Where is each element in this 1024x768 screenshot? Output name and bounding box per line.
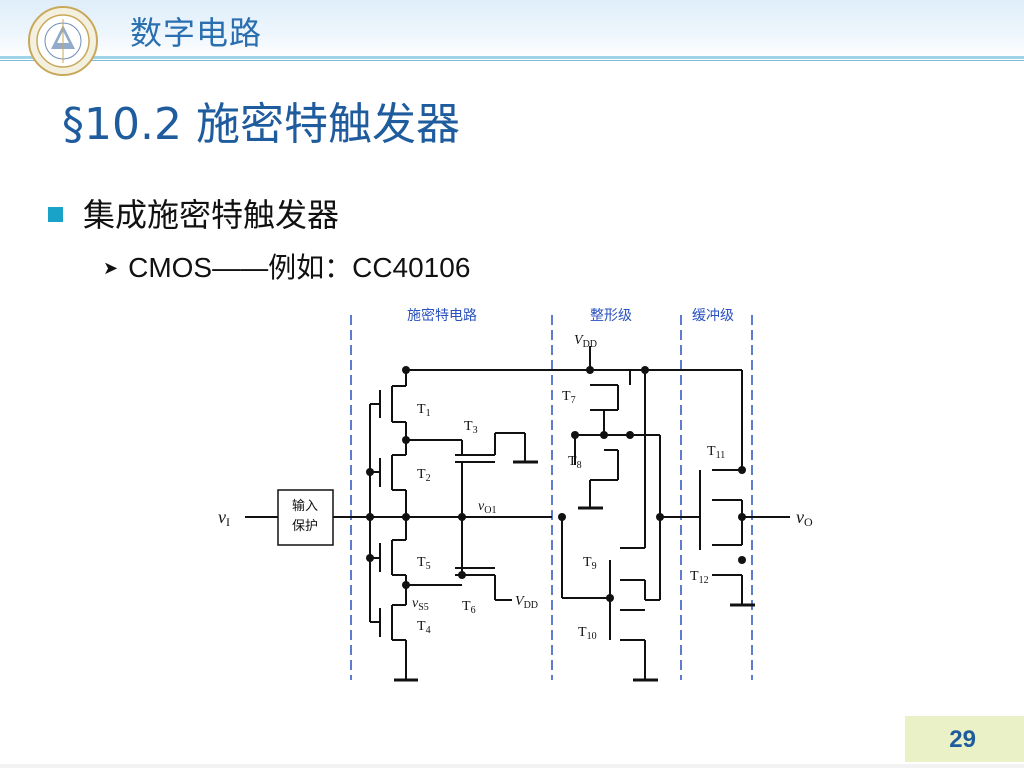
input-protect-label-1: 输入	[292, 498, 318, 514]
t8-label: T8	[568, 454, 582, 471]
bullet-text: 集成施密特触发器	[83, 196, 340, 234]
t2-label: T2	[417, 467, 431, 484]
page-number-box: 29	[905, 716, 1024, 762]
t9-label: T9	[583, 555, 597, 572]
t10-label: T10	[578, 625, 597, 642]
t7-label: T7	[562, 389, 576, 406]
page-number: 29	[949, 726, 976, 753]
junction-dots	[366, 366, 746, 602]
section-label-schmitt: 施密特电路	[407, 307, 477, 324]
section-dividers	[350, 315, 753, 680]
square-bullet-icon	[48, 206, 63, 222]
sub-bullet-text: CMOS——例如：CC40106	[128, 252, 471, 283]
course-title: 数字电路	[130, 14, 263, 52]
vo1-label: vO1	[478, 499, 496, 516]
arrow-bullet-icon: ➤	[103, 258, 119, 278]
input-signal-label: vI	[218, 507, 230, 529]
section-label-shaping: 整形级	[590, 308, 632, 324]
t3-label: T3	[464, 419, 478, 436]
slide-title: §10.2 施密特触发器	[62, 99, 460, 150]
vs5-label: vS5	[412, 596, 429, 613]
footer-rule	[0, 764, 1024, 768]
header-bar	[0, 0, 1024, 61]
t12-label: T12	[690, 569, 709, 586]
schmitt-trigger-circuit-diagram: 施密特电路 整形级 缓冲级 输入 保护	[218, 307, 813, 682]
t6-label: T6	[462, 599, 476, 616]
t1-label: T1	[417, 402, 431, 419]
bullet-item: 集成施密特触发器	[48, 190, 339, 236]
output-signal-label: vO	[796, 507, 813, 529]
header-rule	[0, 56, 1024, 59]
t5-label: T5	[417, 555, 431, 572]
university-logo-icon	[28, 6, 98, 76]
sub-bullet-item: ➤ CMOS——例如：CC40106	[103, 246, 470, 286]
t11-label: T11	[707, 444, 725, 461]
vdd-label-top: VDD	[574, 333, 597, 350]
vdd-label-t6: VDD	[515, 594, 538, 611]
header-rule-thin	[0, 60, 1024, 61]
section-label-buffer: 缓冲级	[692, 308, 734, 324]
t4-label: T4	[417, 619, 431, 636]
input-protect-label-2: 保护	[292, 519, 318, 534]
